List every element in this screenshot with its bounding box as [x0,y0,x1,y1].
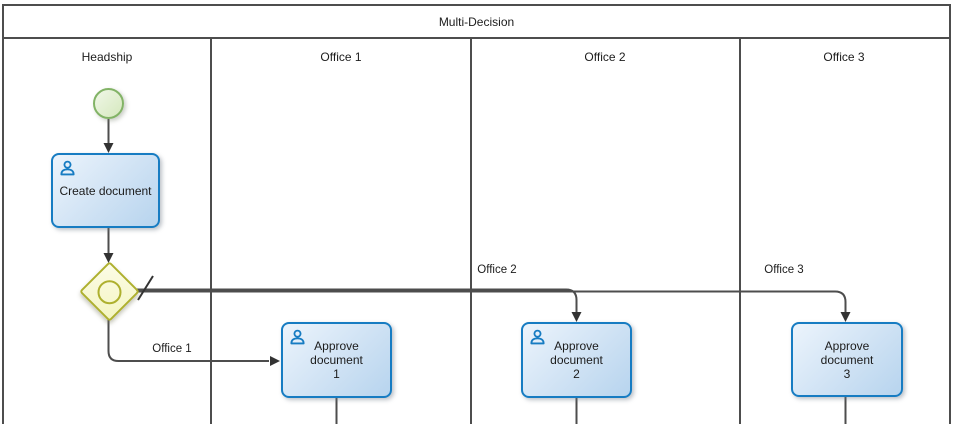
flow-gateway-to-approve-1[interactable] [107,319,270,362]
default-flow-marker [137,275,154,301]
pool-title[interactable]: Multi-Decision [4,6,949,39]
flow-gateway-to-approve-3[interactable] [136,290,847,313]
gateway-circle-marker [92,274,127,309]
flow-label-office-2: Office 2 [477,264,517,276]
lane-label-office-1[interactable]: Office 1 [320,50,362,64]
task-label-line2: 2 [573,367,580,381]
lane-divider [210,39,212,424]
task-label-line1: Approve document [550,339,603,367]
lane-divider [470,39,472,424]
flow-label-office-3: Office 3 [764,264,804,276]
lane-label-office-2[interactable]: Office 2 [584,50,626,64]
task-label-line1: Approve document [820,338,874,367]
task-label-line2: 3 [843,366,851,381]
lane-label-office-3[interactable]: Office 3 [823,50,865,64]
user-icon [290,329,305,345]
lane-divider [739,39,741,424]
task-label-line2: 1 [333,367,340,381]
task-label-line1: Approve document [310,339,363,367]
lane-label-headship[interactable]: Headship [81,50,133,64]
task-label: Create document [59,183,152,198]
pool-multi-decision[interactable]: Multi-Decision [2,4,951,424]
user-icon [60,160,75,176]
flow-gateway-to-approve-2[interactable] [136,288,578,313]
user-icon [530,329,545,345]
flow-label-office-1: Office 1 [152,343,192,355]
task-create-document[interactable]: Create document [51,153,160,228]
start-event[interactable] [93,88,124,119]
